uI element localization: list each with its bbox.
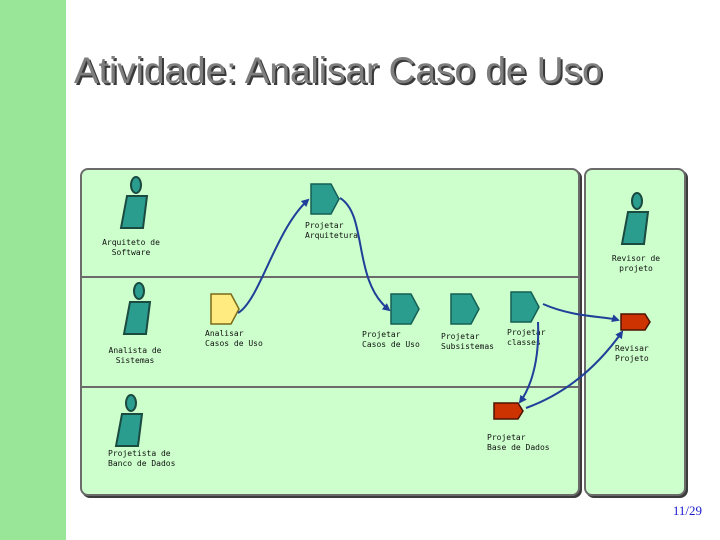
role-label-analista: Analista de Sistemas — [108, 346, 162, 365]
projetar-classes-activity-icon — [510, 291, 540, 323]
slide-sidebar — [0, 0, 66, 540]
activity-label-revisar-projeto: Revisar Projeto — [615, 344, 649, 363]
analisar-casos-de-uso-activity-icon — [210, 293, 240, 325]
activity-label-projetar-base-de-dados: Projetar Base de Dados — [487, 433, 550, 452]
role-label-revisor: Revisor de projeto — [611, 254, 661, 273]
swimlane-divider — [82, 386, 578, 388]
role-label-projetista: Projetista de Banco de Dados — [108, 449, 176, 468]
projetar-base-de-dados-activity-icon — [493, 402, 524, 420]
flow-arrow — [525, 330, 624, 409]
arquiteto-actor-icon — [119, 176, 149, 229]
flow-arrow — [518, 321, 540, 404]
role-label-arquiteto: Arquiteto de Software — [102, 238, 160, 257]
activity-label-projetar-casos-de-uso: Projetar Casos de Uso — [362, 330, 420, 349]
projetar-arquitetura-activity-icon — [310, 183, 340, 215]
activity-label-analisar-casos-de-uso: Analisar Casos de Uso — [205, 329, 263, 348]
activity-label-projetar-classes: Projetar classes — [507, 328, 546, 347]
revisar-projeto-activity-icon — [620, 313, 651, 331]
activity-label-projetar-subsistemas: Projetar Subsistemas — [441, 332, 494, 351]
projetista-actor-icon — [114, 394, 144, 447]
projetar-casos-de-uso-activity-icon — [390, 293, 420, 325]
flow-arrow — [542, 303, 620, 323]
flow-arrow — [237, 198, 310, 314]
projetar-subsistemas-activity-icon — [450, 293, 480, 325]
activity-label-projetar-arquitetura: Projetar Arquitetura — [305, 221, 358, 240]
page-number: 11/29 — [672, 503, 702, 518]
revisor-actor-icon — [620, 192, 650, 245]
analista-actor-icon — [122, 282, 152, 335]
swimlane-divider — [82, 276, 578, 278]
main-swimlane-panel — [80, 168, 580, 496]
slide-title: Atividade: Analisar Caso de Uso — [74, 50, 603, 91]
flow-arrow — [339, 197, 391, 312]
